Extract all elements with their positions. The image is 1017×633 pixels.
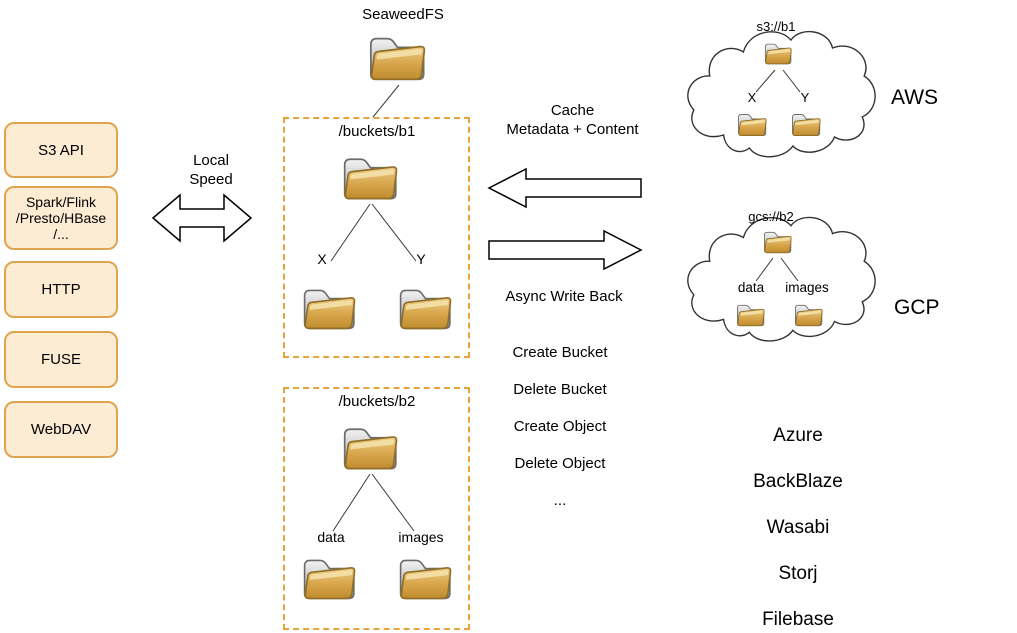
gcp-data-folder-icon: [735, 302, 766, 328]
aws-child-x: X: [747, 90, 757, 105]
bucket-b1-child-y: Y: [416, 251, 426, 267]
b2-data-folder-icon: [300, 555, 358, 602]
endpoint-box-spark: Spark/Flink /Presto/HBase /...: [4, 186, 118, 250]
operation-item: Create Object: [513, 418, 607, 435]
async-write-arrow: [488, 229, 643, 271]
provider-list: Azure BackBlaze Wasabi Storj Filebase Al…: [700, 404, 896, 633]
async-arrow-label: Async Write Back: [505, 288, 623, 305]
bucket-b2-path: /buckets/b2: [338, 393, 416, 410]
gcp-label: GCP: [894, 296, 940, 319]
bucket-b1-box: [283, 117, 470, 358]
provider-item: Filebase: [762, 609, 834, 630]
bucket-b2-child-data: data: [317, 529, 345, 545]
b2-images-folder-icon: [396, 555, 454, 602]
endpoint-box-webdav: WebDAV: [4, 401, 118, 458]
aws-bucket-folder-icon: [763, 41, 793, 66]
provider-item: BackBlaze: [753, 471, 843, 492]
operation-item: ...: [553, 492, 567, 509]
b1-y-folder-icon: [396, 285, 454, 332]
operation-item: Delete Bucket: [513, 381, 607, 398]
endpoint-box-http: HTTP: [4, 261, 118, 318]
cache-arrow-label: Cache Metadata + Content: [506, 102, 639, 138]
local-speed-arrow: [151, 193, 253, 243]
operations-list: Create Bucket Delete Bucket Create Objec…: [478, 325, 642, 528]
gcp-images-folder-icon: [793, 302, 824, 328]
bucket-b1-child-x: X: [317, 251, 327, 267]
aws-bucket-label: s3://b1: [756, 19, 796, 34]
tree-line: [372, 84, 400, 118]
aws-label: AWS: [891, 86, 939, 109]
gcp-bucket-folder-icon: [762, 229, 793, 255]
provider-item: Storj: [778, 563, 818, 584]
b1-x-folder-icon: [300, 285, 358, 332]
aws-y-folder-icon: [790, 111, 822, 138]
page-title: SeaweedFS: [362, 6, 444, 23]
aws-x-folder-icon: [736, 111, 768, 138]
bucket-b2-folder-icon: [340, 423, 400, 473]
endpoint-box-s3-api: S3 API: [4, 122, 118, 178]
endpoint-box-fuse: FUSE: [4, 331, 118, 388]
provider-item: Wasabi: [766, 517, 830, 538]
bucket-b1-folder-icon: [340, 153, 400, 203]
gcp-bucket-label: gcs://b2: [748, 209, 794, 224]
bucket-b2-box: [283, 387, 470, 630]
operation-item: Delete Object: [514, 455, 606, 472]
seaweedfs-folder-icon: [366, 32, 428, 84]
gcp-child-images: images: [785, 280, 829, 295]
gcp-child-data: data: [737, 280, 765, 295]
local-speed-label: Local Speed: [189, 152, 233, 188]
bucket-b1-path: /buckets/b1: [338, 123, 416, 140]
aws-child-y: Y: [800, 90, 810, 105]
bucket-b2-child-images: images: [398, 529, 444, 545]
cache-arrow: [487, 167, 642, 209]
operation-item: Create Bucket: [512, 344, 608, 361]
provider-item: Azure: [773, 425, 823, 446]
